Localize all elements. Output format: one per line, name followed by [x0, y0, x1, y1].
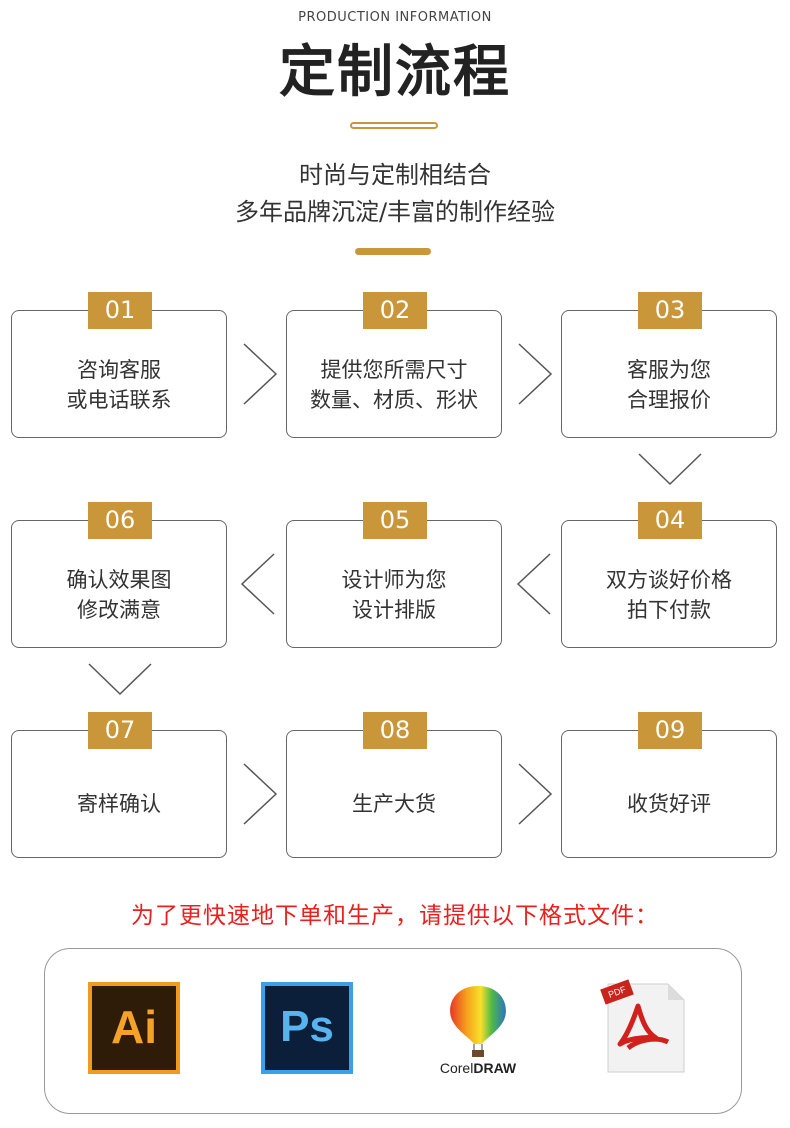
- subtitle-divider: [355, 248, 431, 255]
- step-line-1: 收货好评: [627, 792, 711, 816]
- step-card-02: 02 提供您所需尺寸 数量、材质、形状: [286, 292, 502, 438]
- step-line-2: 合理报价: [627, 388, 711, 412]
- step-text: 提供您所需尺寸 数量、材质、形状: [287, 355, 501, 415]
- photoshop-icon: Ps: [261, 982, 353, 1074]
- step-line-1: 设计师为您: [341, 568, 447, 592]
- coreldraw-label-prefix: Corel: [439, 1060, 474, 1076]
- step-text: 确认效果图 修改满意: [12, 565, 226, 625]
- chevron-left-icon: [516, 552, 552, 616]
- step-line-2: 拍下付款: [627, 598, 711, 622]
- step-card-05: 05 设计师为您 设计排版: [286, 502, 502, 648]
- step-line-1: 确认效果图: [66, 568, 172, 592]
- step-line-2: 修改满意: [77, 598, 161, 622]
- step-number-badge: 07: [88, 712, 152, 749]
- chevron-right-icon: [242, 762, 278, 826]
- step-number-badge: 06: [88, 502, 152, 539]
- coreldraw-label: CorelDRAW: [430, 1060, 526, 1076]
- step-text: 客服为您 合理报价: [562, 355, 776, 415]
- step-number-badge: 01: [88, 292, 152, 329]
- step-line-1: 双方谈好价格: [606, 568, 732, 592]
- step-text: 咨询客服 或电话联系: [12, 355, 226, 415]
- step-line-1: 提供您所需尺寸: [320, 358, 468, 382]
- step-number-badge: 03: [638, 292, 702, 329]
- step-card-01: 01 咨询客服 或电话联系: [11, 292, 227, 438]
- step-number-badge: 04: [638, 502, 702, 539]
- chevron-left-icon: [240, 552, 276, 616]
- file-format-notice: 为了更快速地下单和生产，请提供以下格式文件：: [131, 903, 659, 929]
- step-line-2: 设计排版: [352, 598, 436, 622]
- step-card-07: 07 寄样确认: [11, 712, 227, 858]
- step-line-1: 生产大货: [352, 792, 436, 816]
- chevron-right-icon: [242, 342, 278, 406]
- coreldraw-icon: CorelDRAW: [430, 980, 526, 1076]
- chevron-down-icon: [637, 452, 703, 486]
- step-number-badge: 02: [363, 292, 427, 329]
- chevron-down-icon: [87, 662, 153, 696]
- step-line-1: 寄样确认: [77, 792, 161, 816]
- step-line-1: 客服为您: [627, 358, 711, 382]
- title-divider: [350, 122, 438, 129]
- step-card-03: 03 客服为您 合理报价: [561, 292, 777, 438]
- illustrator-label: Ai: [88, 982, 180, 1074]
- step-card-06: 06 确认效果图 修改满意: [11, 502, 227, 648]
- eyebrow-text: PRODUCTION INFORMATION: [298, 10, 492, 25]
- step-card-04: 04 双方谈好价格 拍下付款: [561, 502, 777, 648]
- subtitle-line-2: 多年品牌沉淀/丰富的制作经验: [234, 198, 556, 226]
- step-line-1: 咨询客服: [77, 358, 161, 382]
- step-text: 收货好评: [562, 789, 776, 819]
- coreldraw-label-suffix: DRAW: [473, 1060, 517, 1076]
- step-number-badge: 08: [363, 712, 427, 749]
- page-title: 定制流程: [279, 40, 511, 105]
- step-text: 设计师为您 设计排版: [287, 565, 501, 625]
- pdf-icon: PDF: [598, 978, 690, 1078]
- illustrator-icon: Ai: [88, 982, 180, 1074]
- step-line-2: 数量、材质、形状: [310, 388, 478, 412]
- subtitle-line-1: 时尚与定制相结合: [299, 161, 491, 189]
- file-formats-panel: [44, 948, 742, 1114]
- step-number-badge: 05: [363, 502, 427, 539]
- photoshop-label: Ps: [261, 982, 353, 1074]
- step-line-2: 或电话联系: [66, 388, 172, 412]
- chevron-right-icon: [517, 762, 553, 826]
- step-text: 双方谈好价格 拍下付款: [562, 565, 776, 625]
- step-card-09: 09 收货好评: [561, 712, 777, 858]
- chevron-right-icon: [517, 342, 553, 406]
- step-card-08: 08 生产大货: [286, 712, 502, 858]
- step-number-badge: 09: [638, 712, 702, 749]
- step-text: 寄样确认: [12, 789, 226, 819]
- step-text: 生产大货: [287, 789, 501, 819]
